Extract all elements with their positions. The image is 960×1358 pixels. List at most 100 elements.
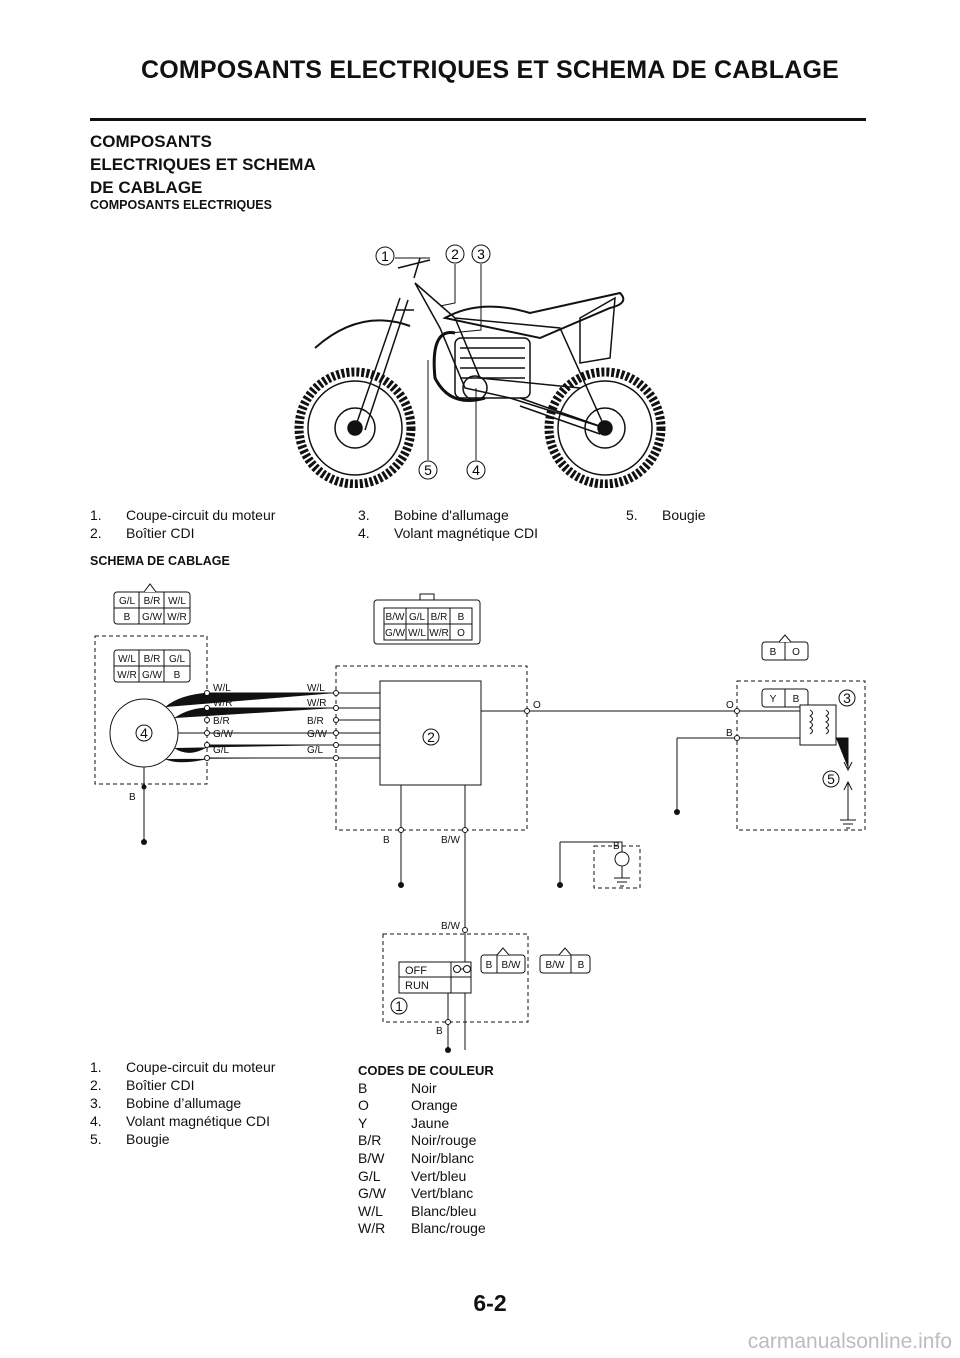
svg-text:B: B (383, 835, 390, 846)
svg-text:B: B (458, 612, 465, 623)
ground-point: B (557, 841, 630, 888)
svg-text:G/L: G/L (409, 612, 426, 623)
svg-text:B/R: B/R (144, 654, 161, 665)
connector-cdi: B/W G/L B/R B G/W W/L W/R O (373, 593, 481, 645)
svg-text:OFF: OFF (405, 965, 427, 977)
callout-plug: 5 (827, 771, 835, 787)
svg-text:W/R: W/R (117, 670, 136, 681)
svg-text:W/L: W/L (307, 683, 325, 694)
title-rule (90, 118, 866, 121)
components-legend-col-2: 3.Bobine d'allumage 4.Volant magnétique … (358, 506, 538, 542)
connector-coil-top: B O (761, 634, 809, 661)
wire-labels-left: W/L W/R B/R G/W G/L (213, 683, 234, 756)
connector-magneto-inner: W/L B/R G/L W/R G/W B (113, 649, 191, 683)
wiring-subheading: SCHEMA DE CABLAGE (90, 554, 230, 568)
watermark: carmanualsonline.info (747, 1330, 952, 1353)
legend-item: 5.Bougie (90, 1131, 170, 1147)
svg-text:G/L: G/L (119, 596, 136, 607)
components-subheading: COMPOSANTS ELECTRIQUES (90, 198, 272, 212)
section-heading-line: ELECTRIQUES ET SCHEMA (90, 155, 316, 174)
svg-text:B: B (174, 670, 181, 681)
svg-text:O: O (457, 628, 465, 639)
legend-item: 5.Bougie (626, 507, 706, 523)
cdi-unit: 2 O O B B/W (379, 680, 820, 1050)
svg-text:O: O (533, 700, 541, 711)
section-heading-line: COMPOSANTS (90, 132, 212, 151)
svg-text:B: B (129, 792, 136, 803)
wire-labels-right: W/L W/R B/R G/W G/L (307, 683, 328, 756)
svg-text:G/W: G/W (385, 628, 406, 639)
svg-text:B/R: B/R (431, 612, 448, 623)
svg-text:G/L: G/L (169, 654, 186, 665)
callout-cdi: 2 (427, 729, 435, 745)
svg-text:B: B (436, 1026, 443, 1037)
svg-text:Y: Y (770, 694, 777, 705)
legend-item: 2.Boîtier CDI (90, 525, 195, 541)
page-number: 6-2 (473, 1290, 507, 1316)
connector-coil-inner: Y B (761, 688, 809, 708)
svg-text:G/L: G/L (213, 745, 230, 756)
callout-4: 4 (472, 462, 480, 478)
svg-text:B/R: B/R (144, 596, 161, 607)
svg-text:G/W: G/W (213, 729, 234, 740)
callout-5: 5 (424, 462, 432, 478)
svg-text:W/L: W/L (118, 654, 136, 665)
svg-text:B: B (486, 960, 493, 971)
components-legend-col-1: 1.Coupe-circuit du moteur 2.Boîtier CDI (90, 506, 275, 542)
svg-text:B: B (613, 841, 620, 852)
svg-text:G/W: G/W (142, 670, 163, 681)
callout-1: 1 (381, 248, 389, 264)
svg-text:O: O (726, 700, 734, 711)
svg-text:W/L: W/L (408, 628, 426, 639)
callout-magneto: 4 (140, 725, 148, 741)
svg-text:B: B (793, 694, 800, 705)
svg-text:B/W: B/W (502, 960, 521, 971)
page-title: COMPOSANTS ELECTRIQUES ET SCHEMA DE CABL… (141, 56, 839, 84)
svg-text:W/L: W/L (213, 683, 231, 694)
section-heading: COMPOSANTS ELECTRIQUES ET SCHEMA DE CABL… (90, 130, 316, 199)
callout-2: 2 (451, 246, 459, 262)
svg-text:B: B (770, 647, 777, 658)
svg-text:W/R: W/R (429, 628, 448, 639)
svg-text:B/W: B/W (441, 835, 460, 846)
callout-coil: 3 (843, 690, 851, 706)
legend-item: 4.Volant magnétique CDI (90, 1113, 270, 1129)
connector-magneto-top: G/L B/R W/L B G/W W/R (113, 583, 191, 625)
components-legend-col-3: 5.Bougie (626, 506, 706, 524)
svg-text:W/R: W/R (167, 612, 186, 623)
svg-text:G/W: G/W (307, 729, 328, 740)
svg-text:B/W: B/W (546, 960, 565, 971)
legend-item: 1.Coupe-circuit du moteur (90, 507, 276, 523)
harness-wires (165, 692, 380, 763)
ignition-coil: 3 B 5 (674, 689, 856, 829)
legend-item: 4.Volant magnétique CDI (358, 525, 538, 541)
svg-text:G/W: G/W (142, 612, 163, 623)
callout-3: 3 (477, 246, 485, 262)
svg-text:B/R: B/R (213, 716, 230, 727)
svg-text:B: B (578, 960, 585, 971)
color-codes-title: CODES DE COULEUR (358, 1063, 494, 1078)
motorcycle-illustration: 1 2 3 4 5 (294, 244, 666, 488)
magneto-symbol: 4 B (109, 698, 179, 845)
engine-stop-switch: B/W OFF RUN B 1 (390, 921, 472, 1053)
legend-item: 1.Coupe-circuit du moteur (90, 1059, 276, 1075)
legend-item: 3.Bobine d'allumage (358, 507, 509, 523)
svg-text:B: B (726, 728, 733, 739)
svg-text:O: O (792, 647, 800, 658)
svg-text:G/L: G/L (307, 745, 324, 756)
connector-switch-a: B B/W (480, 947, 526, 974)
callout-switch: 1 (395, 998, 403, 1014)
connector-switch-b: B/W B (539, 947, 591, 974)
svg-text:W/R: W/R (213, 698, 232, 709)
legend-item: 3.Bobine d’allumage (90, 1095, 242, 1111)
motorcycle-callouts: 1 2 3 4 5 (375, 244, 491, 480)
